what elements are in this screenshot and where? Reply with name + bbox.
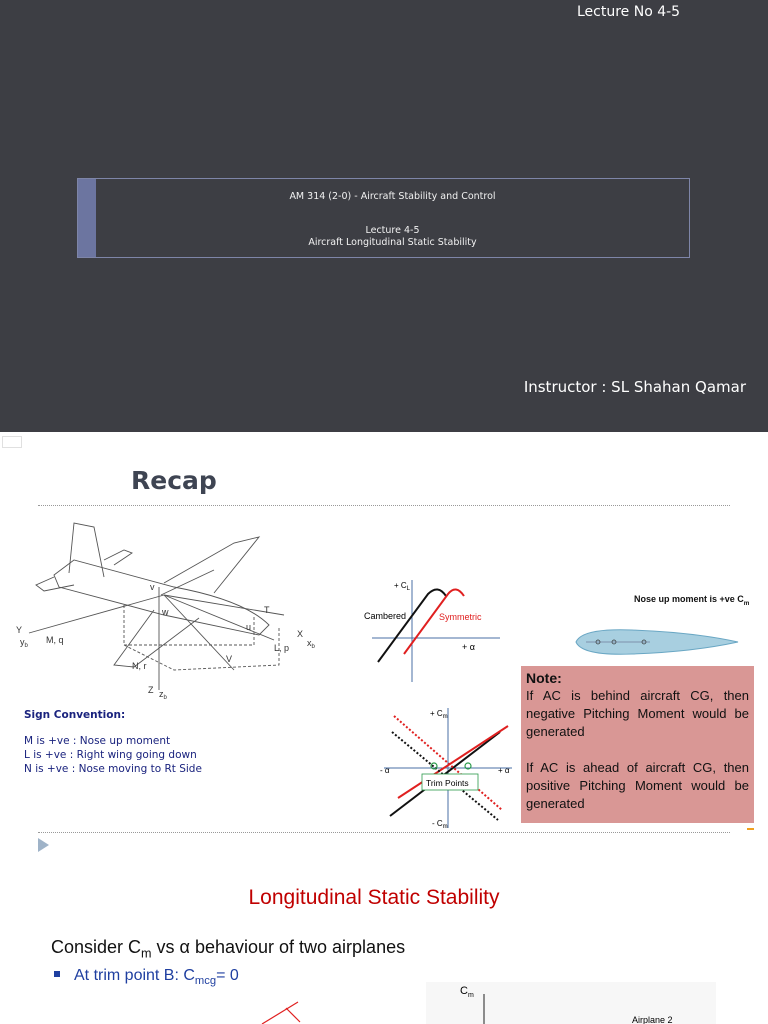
alpha-pos-label: + α (498, 766, 510, 775)
symmetric-curve (403, 588, 465, 655)
axis-label-n: N, r (132, 661, 147, 671)
airplane-2-label: Airplane 2 (632, 1015, 673, 1024)
sign-convention-heading: Sign Convention: (24, 709, 126, 721)
axis-label-x: X (297, 629, 303, 639)
slide-corner-mark (2, 436, 22, 448)
axis-label-xb: xb (307, 638, 316, 650)
consider-statement: Consider Cm vs α behaviour of two airpla… (51, 937, 406, 961)
sign-convention-line: L is +ve : Right wing going down (24, 749, 197, 761)
divider-bottom (38, 832, 730, 833)
axis-label-zb: zb (159, 689, 168, 701)
axis-label-l: L, p (274, 643, 289, 653)
axis-label-y: Y (16, 625, 22, 635)
topic-title: Aircraft Longitudinal Static Stability (308, 237, 477, 248)
title-box: AM 314 (2-0) - Aircraft Stability and Co… (77, 178, 690, 258)
cl-alpha-plot: + CL Cambered Symmetric + α (364, 580, 500, 682)
note-box: Note: If AC is behind aircraft CG, then … (521, 666, 754, 823)
note-paragraph-2: If AC is ahead of aircraft CG, then posi… (526, 760, 749, 811)
note-paragraph-1: If AC is behind aircraft CG, then negati… (526, 688, 749, 739)
axis-label-v-top: v (150, 582, 155, 592)
axis-label-z: Z (148, 685, 154, 695)
recap-title: Recap (131, 466, 217, 495)
sign-convention-line: N is +ve : Nose moving to Rt Side (24, 763, 202, 775)
section-title: Longitudinal Static Stability (248, 886, 500, 909)
axis-label-yb: yb (20, 637, 29, 649)
note-heading: Note: (526, 670, 562, 686)
cambered-curve (377, 588, 447, 663)
plot-cm-label: Cm (460, 985, 474, 999)
axis-label-v: V (226, 654, 232, 664)
cm-airplanes-plot: Cm Airplane 2 (261, 982, 716, 1024)
axis-label-u: u (246, 622, 251, 632)
symmetric-label: Symmetric (439, 612, 482, 622)
slide-marker (747, 828, 754, 830)
cambered-label: Cambered (364, 611, 406, 621)
cm-axis-bottom: - Cm (432, 819, 448, 830)
bullet-square-icon (54, 971, 60, 977)
aircraft-axes-diagram: Y yb M, q w v T u X xb L, p N, r V Z zb (16, 522, 316, 701)
axis-label-w: w (161, 607, 169, 617)
cl-axis-label: + CL (394, 581, 411, 592)
title-text: AM 314 (2-0) - Aircraft Stability and Co… (96, 191, 689, 249)
nose-up-caption: Nose up moment is +ve Cm (634, 594, 750, 607)
divider-top (38, 505, 730, 506)
axis-label-t: T (264, 605, 270, 615)
play-arrow-icon (38, 838, 49, 852)
trim-points-label: Trim Points (426, 778, 469, 788)
sign-convention-line: M is +ve : Nose up moment (24, 735, 171, 747)
bullet-trim-point: At trim point B: Cmcg= 0 (54, 967, 239, 987)
alpha-axis-label: + α (462, 642, 475, 652)
cm-axis-top: + Cm (430, 709, 448, 720)
sign-convention: Sign Convention: M is +ve : Nose up mome… (24, 708, 202, 776)
axis-label-m: M, q (46, 635, 64, 645)
alpha-neg-label: - α (380, 766, 390, 775)
course-title: AM 314 (2-0) - Aircraft Stability and Co… (289, 191, 496, 202)
lecture-title: Lecture 4-5 (365, 225, 420, 236)
title-slide: Lecture No 4-5 AM 314 (2-0) - Aircraft S… (0, 0, 768, 432)
instructor-name: Instructor : SL Shahan Qamar (523, 378, 746, 396)
cm-alpha-plot: Trim Points + Cm - Cm - α + α (380, 708, 512, 830)
airfoil-shape (575, 629, 739, 655)
title-accent-bar (78, 179, 96, 257)
lecture-number: Lecture No 4-5 (577, 4, 681, 20)
